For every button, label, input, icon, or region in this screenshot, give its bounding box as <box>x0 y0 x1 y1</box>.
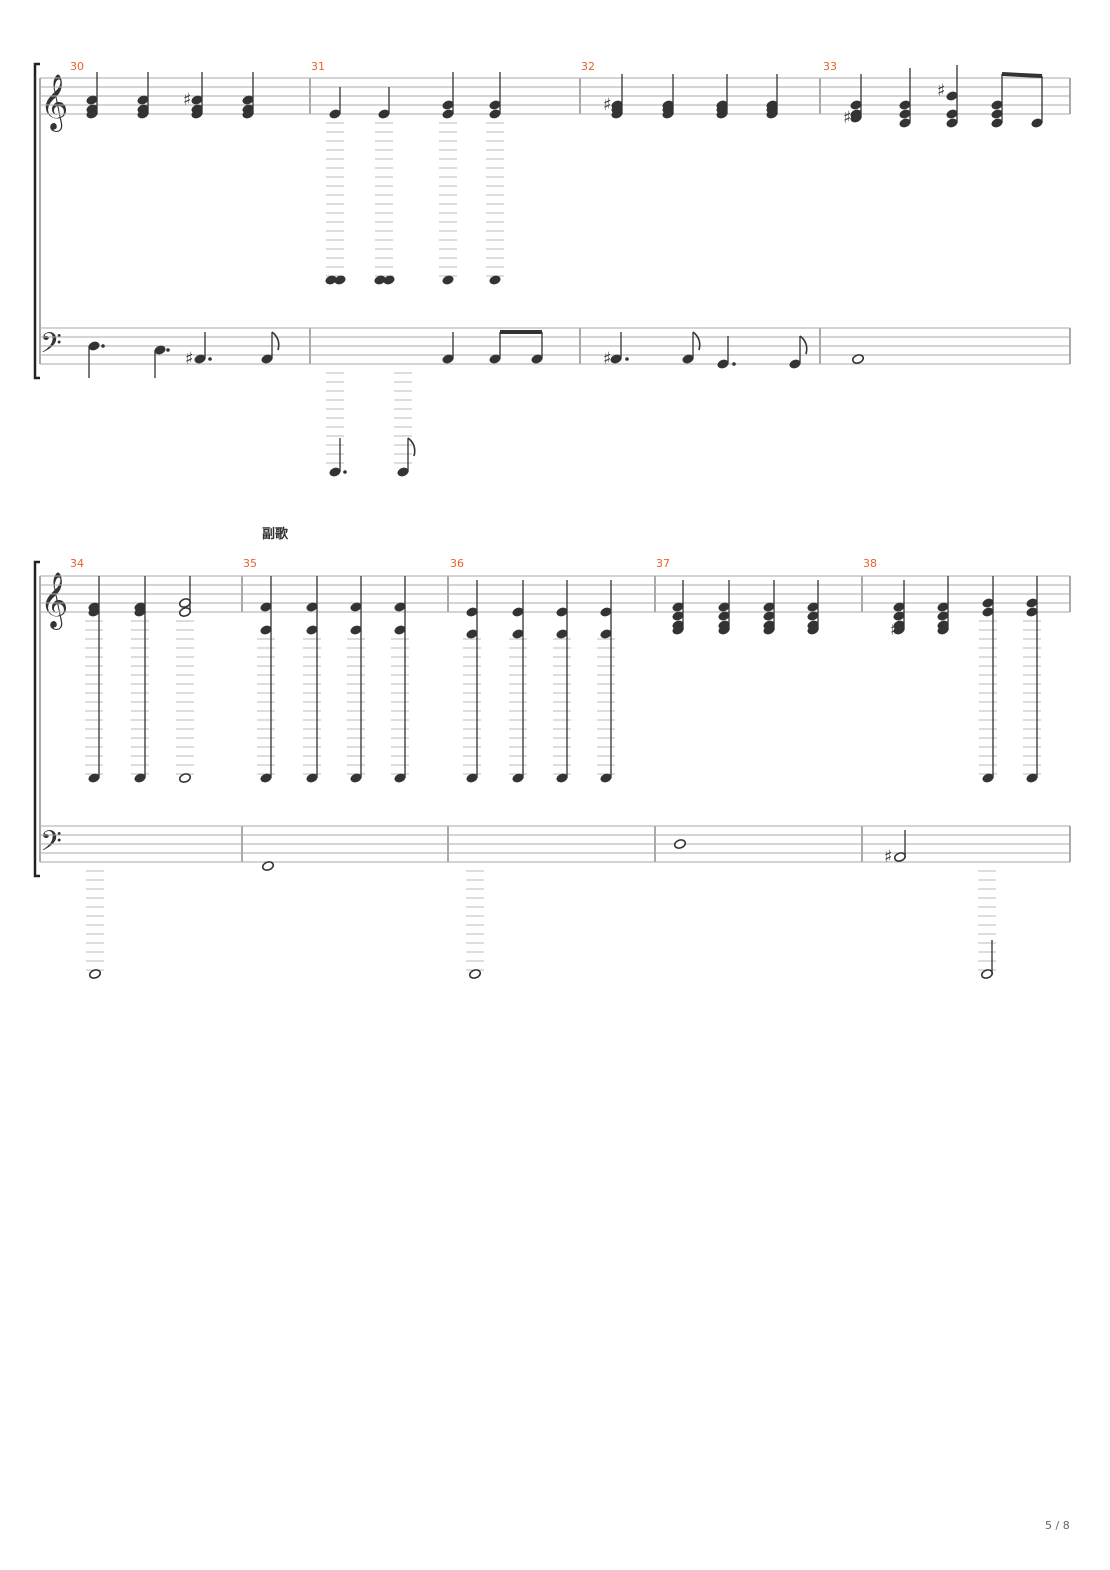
measure-number: 32 <box>581 60 595 73</box>
bass-staff <box>40 327 1070 365</box>
system-bracket <box>33 62 40 380</box>
treble-staff <box>40 77 1070 115</box>
beam <box>1001 72 1043 78</box>
bass-staff <box>40 825 1070 863</box>
measure-number: 37 <box>656 557 670 570</box>
note-flag <box>271 331 280 351</box>
note-head <box>851 354 865 364</box>
note-head <box>673 839 687 849</box>
sharp-sign: ♯ <box>183 90 191 110</box>
note-head <box>383 275 395 285</box>
sharp-sign: ♯ <box>937 81 945 101</box>
treble-staff <box>40 575 1070 613</box>
augmentation-dot <box>732 362 736 366</box>
note-head <box>468 969 482 979</box>
measure-number: 36 <box>450 557 464 570</box>
augmentation-dot <box>166 348 170 352</box>
note-head <box>261 861 275 871</box>
treble-clef: 𝄞 <box>40 572 68 630</box>
augmentation-dot <box>101 344 105 348</box>
note-flag <box>407 437 416 457</box>
note-head <box>88 969 102 979</box>
system: 𝄞 𝄢 34 35 36 37 38 <box>33 557 1071 878</box>
note-head <box>442 275 454 285</box>
measure-number: 30 <box>70 60 84 73</box>
note-head <box>489 275 501 285</box>
measure-number: 34 <box>70 557 84 570</box>
sharp-sign: ♯ <box>185 349 193 369</box>
sharp-sign: ♯ <box>843 108 851 128</box>
note-head <box>178 773 192 783</box>
sharp-sign: ♯ <box>603 95 611 115</box>
treble-clef: 𝄞 <box>40 74 68 132</box>
measure-number: 33 <box>823 60 837 73</box>
sharp-sign: ♯ <box>603 349 611 369</box>
system-bracket <box>33 560 40 878</box>
section-label-chorus: 副歌 <box>262 527 289 542</box>
augmentation-dot <box>208 357 212 361</box>
system-2-notes: ♯♯ <box>85 576 1041 979</box>
page-number: 5 / 8 <box>1045 1519 1070 1532</box>
bass-clef: 𝄢 <box>40 825 62 865</box>
note-flag <box>692 331 701 351</box>
note-flag <box>799 335 808 355</box>
system-1-notes: ♯ ♯ ♯ ♯ ♯ ♯ <box>86 65 1043 477</box>
sharp-sign: ♯ <box>884 847 892 867</box>
measure-number: 31 <box>311 60 325 73</box>
augmentation-dot <box>625 357 629 361</box>
measure-number: 38 <box>863 557 877 570</box>
augmentation-dot <box>343 470 347 474</box>
measure-number: 35 <box>243 557 257 570</box>
note-head <box>334 275 346 285</box>
bass-clef: 𝄢 <box>40 327 62 367</box>
